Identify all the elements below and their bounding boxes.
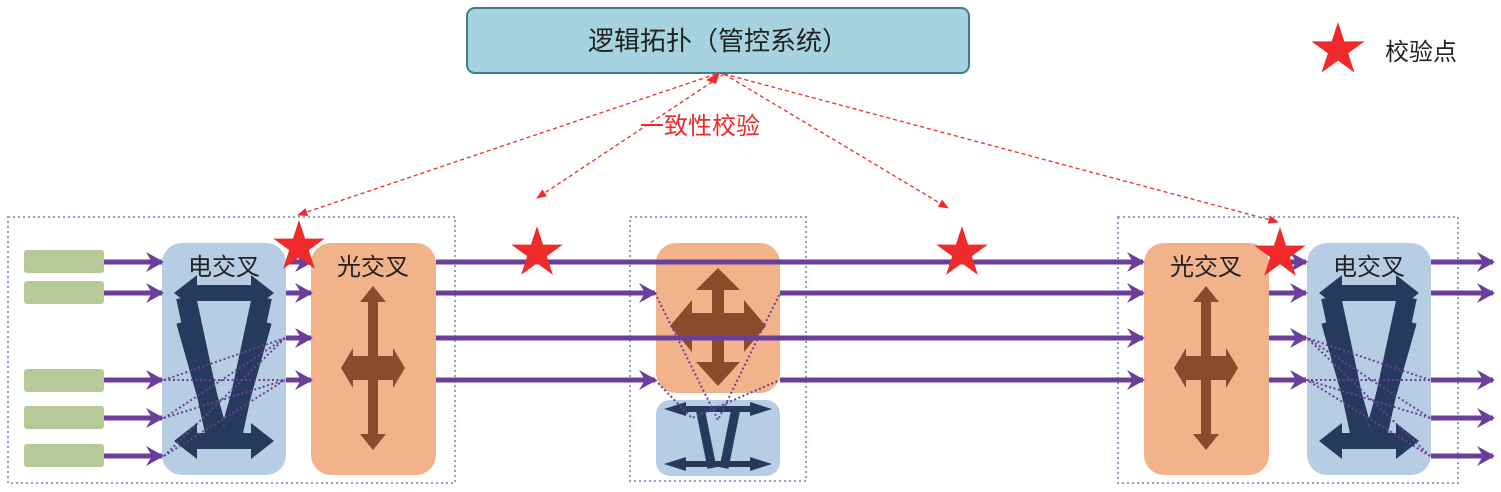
right-electrical-label: 电交叉	[1333, 253, 1405, 281]
title-text: 逻辑拓扑（管控系统）	[588, 27, 848, 57]
small-x-cross-icon	[664, 402, 772, 471]
legend-label: 校验点	[1385, 38, 1457, 66]
left-optical-label: 光交叉	[337, 253, 409, 281]
left-node-frame	[7, 216, 456, 484]
internal-cross-connections	[163, 292, 1431, 457]
client-ports-left	[24, 250, 104, 467]
consistency-check-lines	[297, 73, 1280, 224]
title-box	[466, 7, 970, 74]
right-optical-label: 光交叉	[1170, 253, 1242, 281]
four-way-cross-icon	[670, 268, 766, 386]
consistency-check-label: 一致性校验	[640, 112, 760, 140]
left-electrical-label: 电交叉	[188, 253, 260, 281]
checkpoint-star-icon	[511, 226, 563, 275]
right-node-frame	[1117, 216, 1459, 484]
middle-electrical-cross-box	[656, 400, 780, 476]
checkpoint-star-icon	[936, 226, 988, 275]
star-icon	[1311, 22, 1365, 73]
